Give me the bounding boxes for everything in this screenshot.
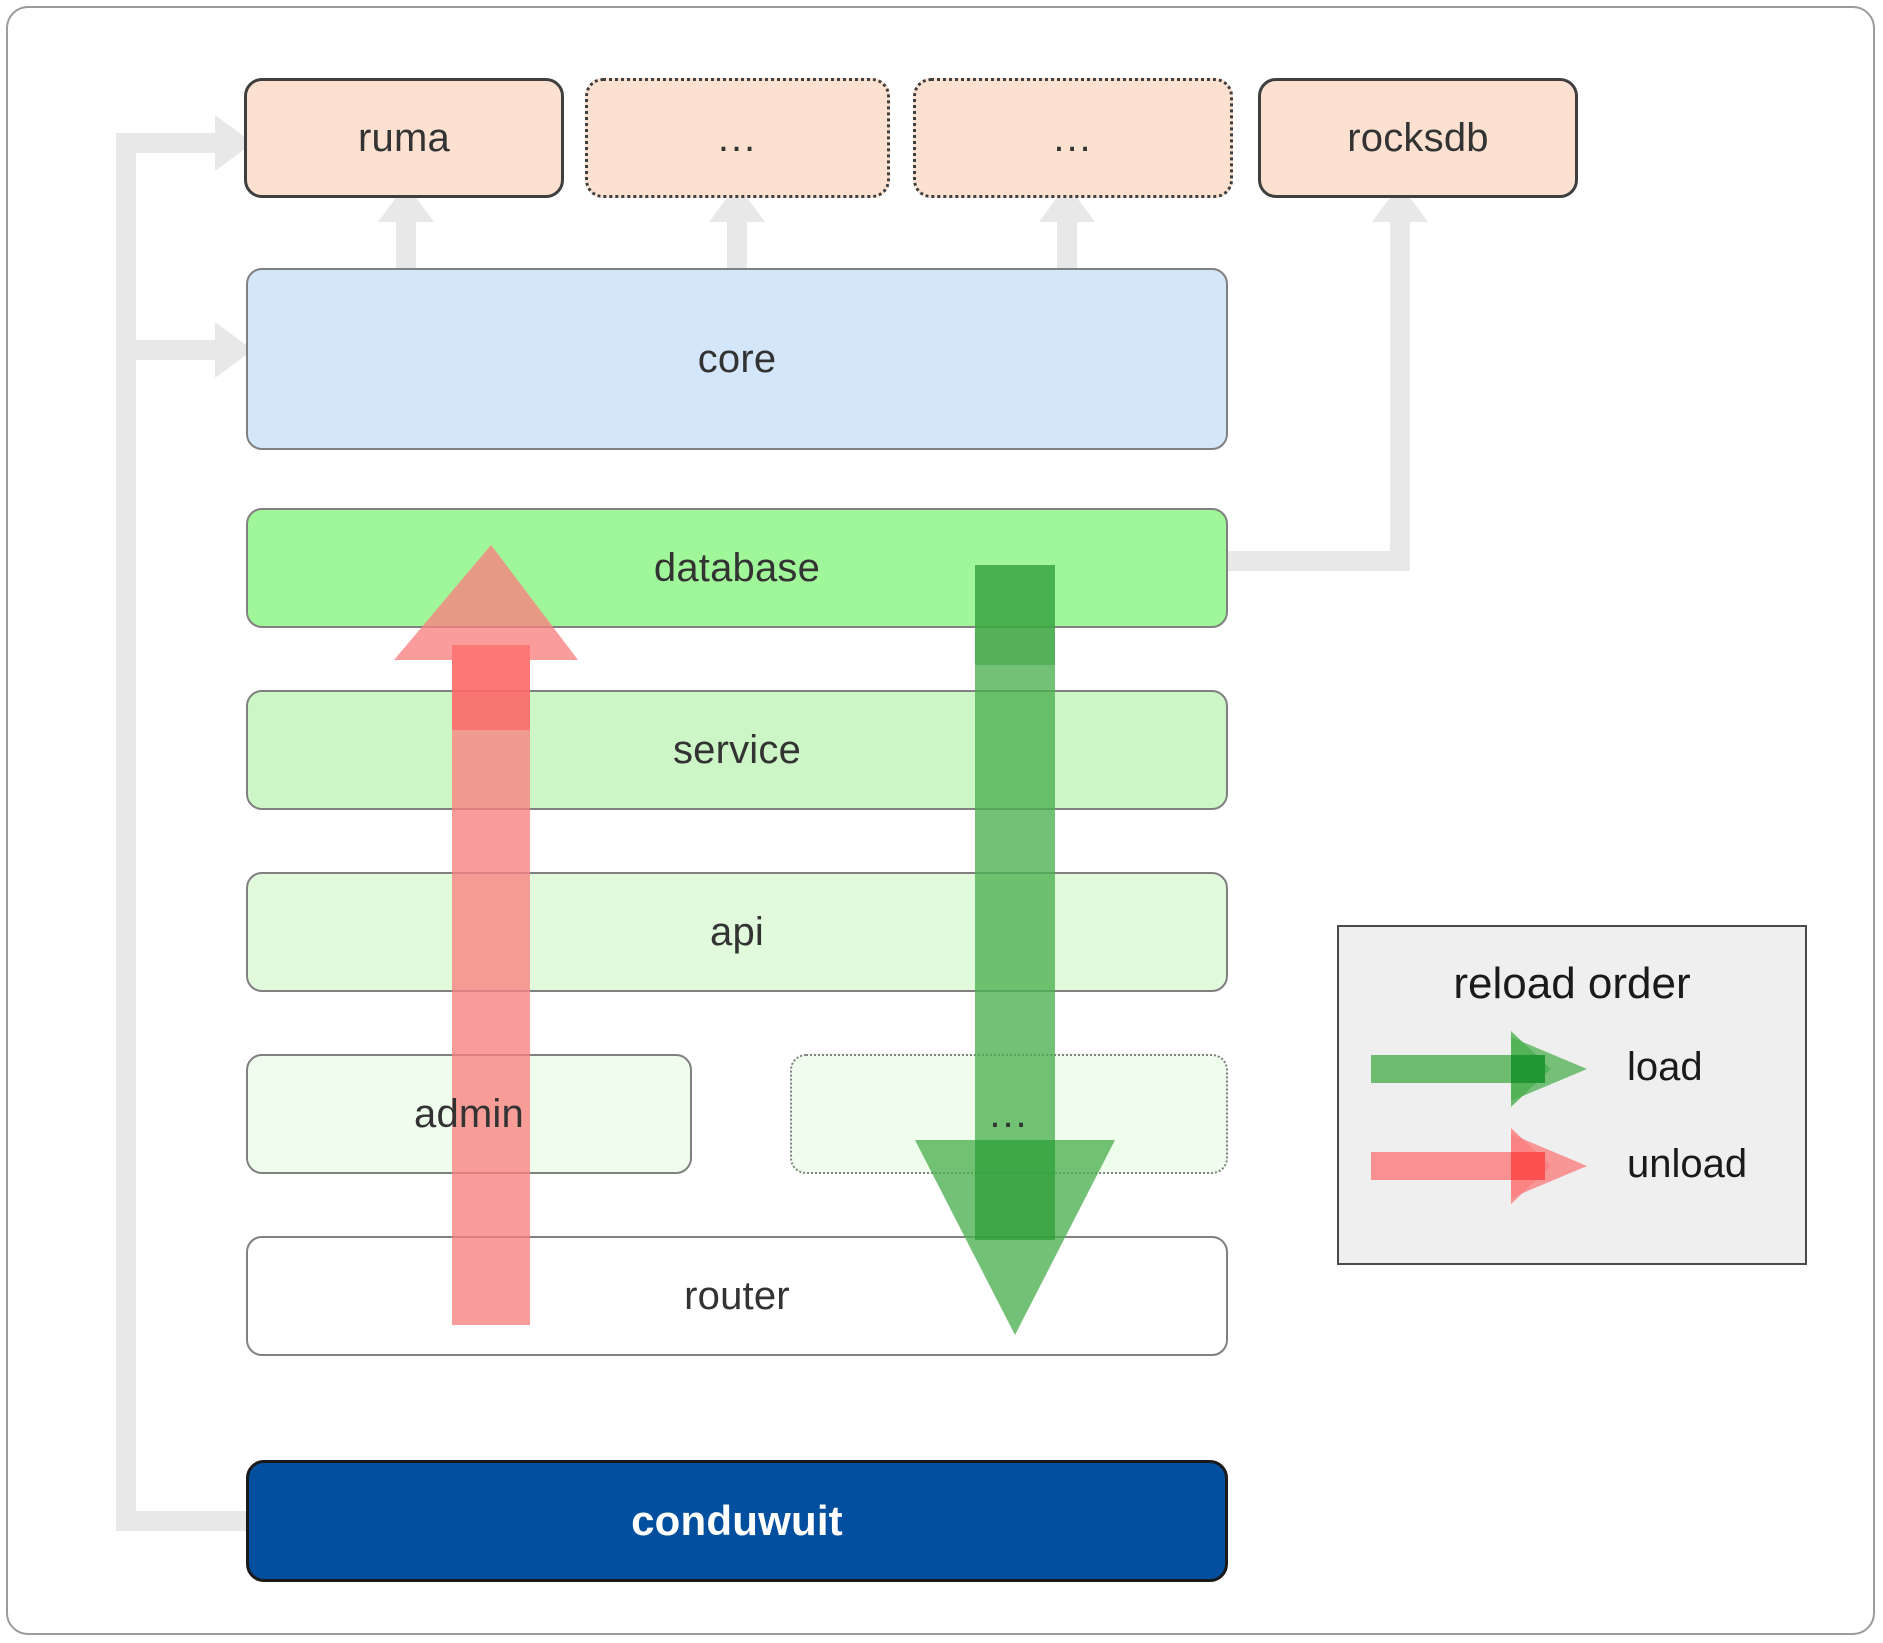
node-layer-placeholder-label: ... bbox=[989, 1092, 1029, 1136]
node-api[interactable]: api bbox=[246, 872, 1228, 992]
legend-unload-label: unload bbox=[1627, 1142, 1748, 1186]
node-core-label: core bbox=[697, 336, 777, 381]
node-dependency-placeholder-2-label: ... bbox=[1053, 116, 1093, 160]
node-ruma-label: ruma bbox=[358, 115, 450, 160]
node-database-label: database bbox=[653, 545, 821, 590]
node-database[interactable]: database bbox=[246, 508, 1228, 628]
node-dependency-placeholder-1[interactable]: ... bbox=[585, 78, 890, 198]
node-dependency-placeholder-1-label: ... bbox=[717, 116, 758, 160]
node-admin-label: admin bbox=[414, 1091, 524, 1136]
node-rocksdb[interactable]: rocksdb bbox=[1258, 78, 1578, 198]
node-layer-placeholder[interactable]: ... bbox=[790, 1054, 1228, 1174]
diagram-frame bbox=[6, 6, 1875, 1635]
node-service-label: service bbox=[672, 727, 802, 772]
legend-unload-arrow-icon bbox=[1371, 1128, 1587, 1204]
node-ruma[interactable]: ruma bbox=[244, 78, 564, 198]
node-core[interactable]: core bbox=[246, 268, 1228, 450]
node-conduwuit-label: conduwuit bbox=[631, 1497, 843, 1544]
legend-title: reload order bbox=[1453, 959, 1691, 1008]
legend-load-arrow-icon bbox=[1371, 1031, 1587, 1107]
node-router-label: router bbox=[684, 1273, 790, 1318]
node-router[interactable]: router bbox=[246, 1236, 1228, 1356]
node-rocksdb-label: rocksdb bbox=[1347, 115, 1489, 160]
legend-panel: reload order load unload bbox=[1337, 925, 1807, 1265]
node-dependency-placeholder-2[interactable]: ... bbox=[913, 78, 1233, 198]
node-service[interactable]: service bbox=[246, 690, 1228, 810]
legend-arrows bbox=[1371, 1031, 1587, 1204]
node-conduwuit[interactable]: conduwuit bbox=[246, 1460, 1228, 1582]
node-admin[interactable]: admin bbox=[246, 1054, 692, 1174]
node-api-label: api bbox=[710, 909, 764, 954]
legend-load-label: load bbox=[1627, 1045, 1703, 1089]
